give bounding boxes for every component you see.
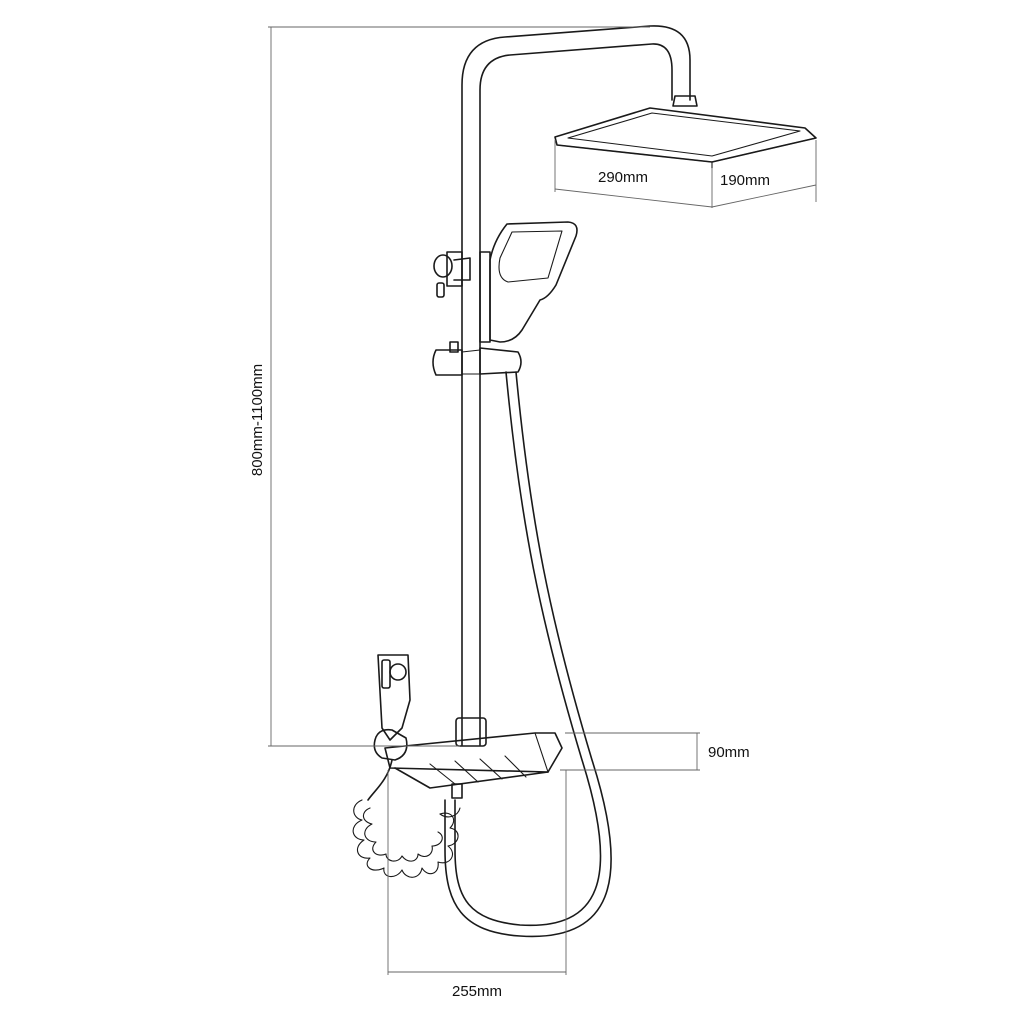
- height-range-label: 800mm-1100mm: [249, 364, 266, 476]
- mixer-height-label: 90mm: [708, 744, 750, 761]
- mixer-shelf: [384, 717, 563, 799]
- head-width-label: 190mm: [720, 172, 770, 189]
- head-length-label: 290mm: [598, 169, 648, 186]
- hand-shower: [479, 221, 578, 343]
- bidet-coiled-hose: [352, 759, 461, 878]
- shower-hose: [444, 371, 612, 938]
- shower-riser-pipe: [461, 25, 691, 746]
- height-dimension-lines: [268, 26, 650, 747]
- mixer-length-label: 255mm: [452, 983, 502, 1000]
- mixer-length-dimension-lines: [387, 770, 567, 975]
- bidet-sprayer: [373, 654, 411, 761]
- head-dimension-lines: [554, 140, 817, 208]
- rain-shower-head: [554, 95, 817, 169]
- slide-bar-holder: [432, 341, 522, 376]
- wall-bracket-upper: [433, 251, 471, 298]
- mixer-height-dimension-lines: [560, 732, 700, 771]
